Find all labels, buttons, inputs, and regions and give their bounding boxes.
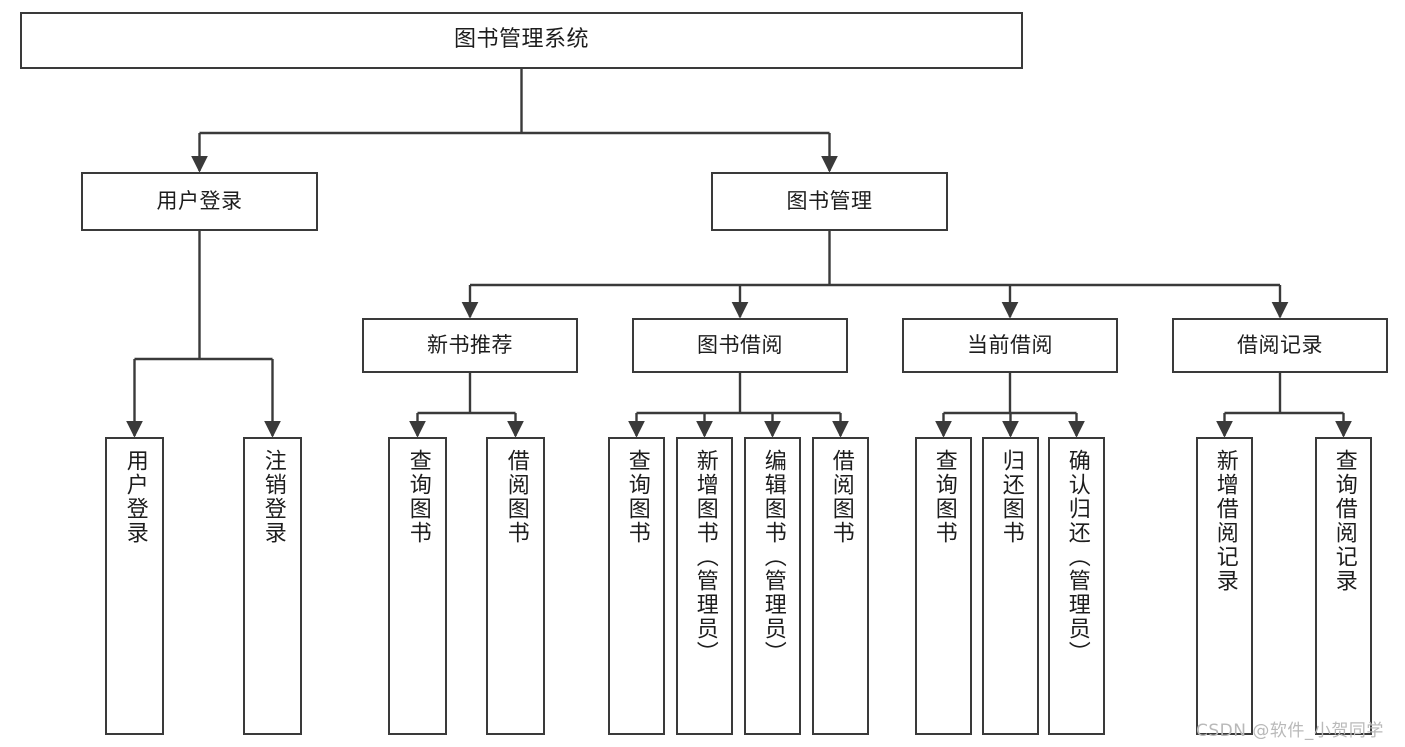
node-label: 查询图书 [405,449,431,545]
node-leaf-user-logout[interactable]: 注销登录 [243,437,302,735]
node-label: 借阅图书 [828,449,854,545]
node-label: 当前借阅 [967,332,1053,357]
node-leaf-borrow-borrow-book[interactable]: 借阅图书 [812,437,869,735]
node-label: 用户登录 [122,449,148,545]
node-label: 新增图书（管理员） [692,449,718,665]
node-label: 借阅图书 [503,449,529,545]
node-user-login[interactable]: 用户登录 [81,172,318,231]
node-label: 编辑图书（管理员） [760,449,786,665]
node-borrow-record[interactable]: 借阅记录 [1172,318,1388,373]
node-label: 确认归还（管理员） [1064,449,1090,665]
node-label: 查询图书 [931,449,957,545]
node-new-book-rec[interactable]: 新书推荐 [362,318,578,373]
node-label: 图书借阅 [697,332,783,357]
node-leaf-user-login[interactable]: 用户登录 [105,437,164,735]
node-label: 新增借阅记录 [1212,449,1238,593]
node-leaf-rec-query-record[interactable]: 查询借阅记录 [1315,437,1372,735]
node-label: 图书管理 [786,188,873,213]
node-leaf-borrow-add-book[interactable]: 新增图书（管理员） [676,437,733,735]
node-leaf-cur-return-book[interactable]: 归还图书 [982,437,1039,735]
node-leaf-rec-borrow-book[interactable]: 借阅图书 [486,437,545,735]
node-label: 借阅记录 [1237,332,1323,357]
node-label: 归还图书 [998,449,1024,545]
node-label: 查询借阅记录 [1331,449,1357,593]
csdn-watermark: CSDN @软件_小贺同学 [1196,721,1384,741]
node-leaf-rec-query-book[interactable]: 查询图书 [388,437,447,735]
node-label: 图书管理系统 [453,27,589,53]
node-leaf-cur-query-book[interactable]: 查询图书 [915,437,972,735]
node-root[interactable]: 图书管理系统 [20,12,1023,69]
node-book-borrow[interactable]: 图书借阅 [632,318,848,373]
node-book-manage[interactable]: 图书管理 [711,172,948,231]
node-current-borrow[interactable]: 当前借阅 [902,318,1118,373]
node-leaf-borrow-query-book[interactable]: 查询图书 [608,437,665,735]
node-label: 新书推荐 [427,332,513,357]
node-leaf-rec-add-record[interactable]: 新增借阅记录 [1196,437,1253,735]
node-label: 查询图书 [624,449,650,545]
node-leaf-borrow-edit-book[interactable]: 编辑图书（管理员） [744,437,801,735]
node-label: 用户登录 [156,188,243,213]
node-label: 注销登录 [260,449,286,545]
node-leaf-cur-confirm-return[interactable]: 确认归还（管理员） [1048,437,1105,735]
